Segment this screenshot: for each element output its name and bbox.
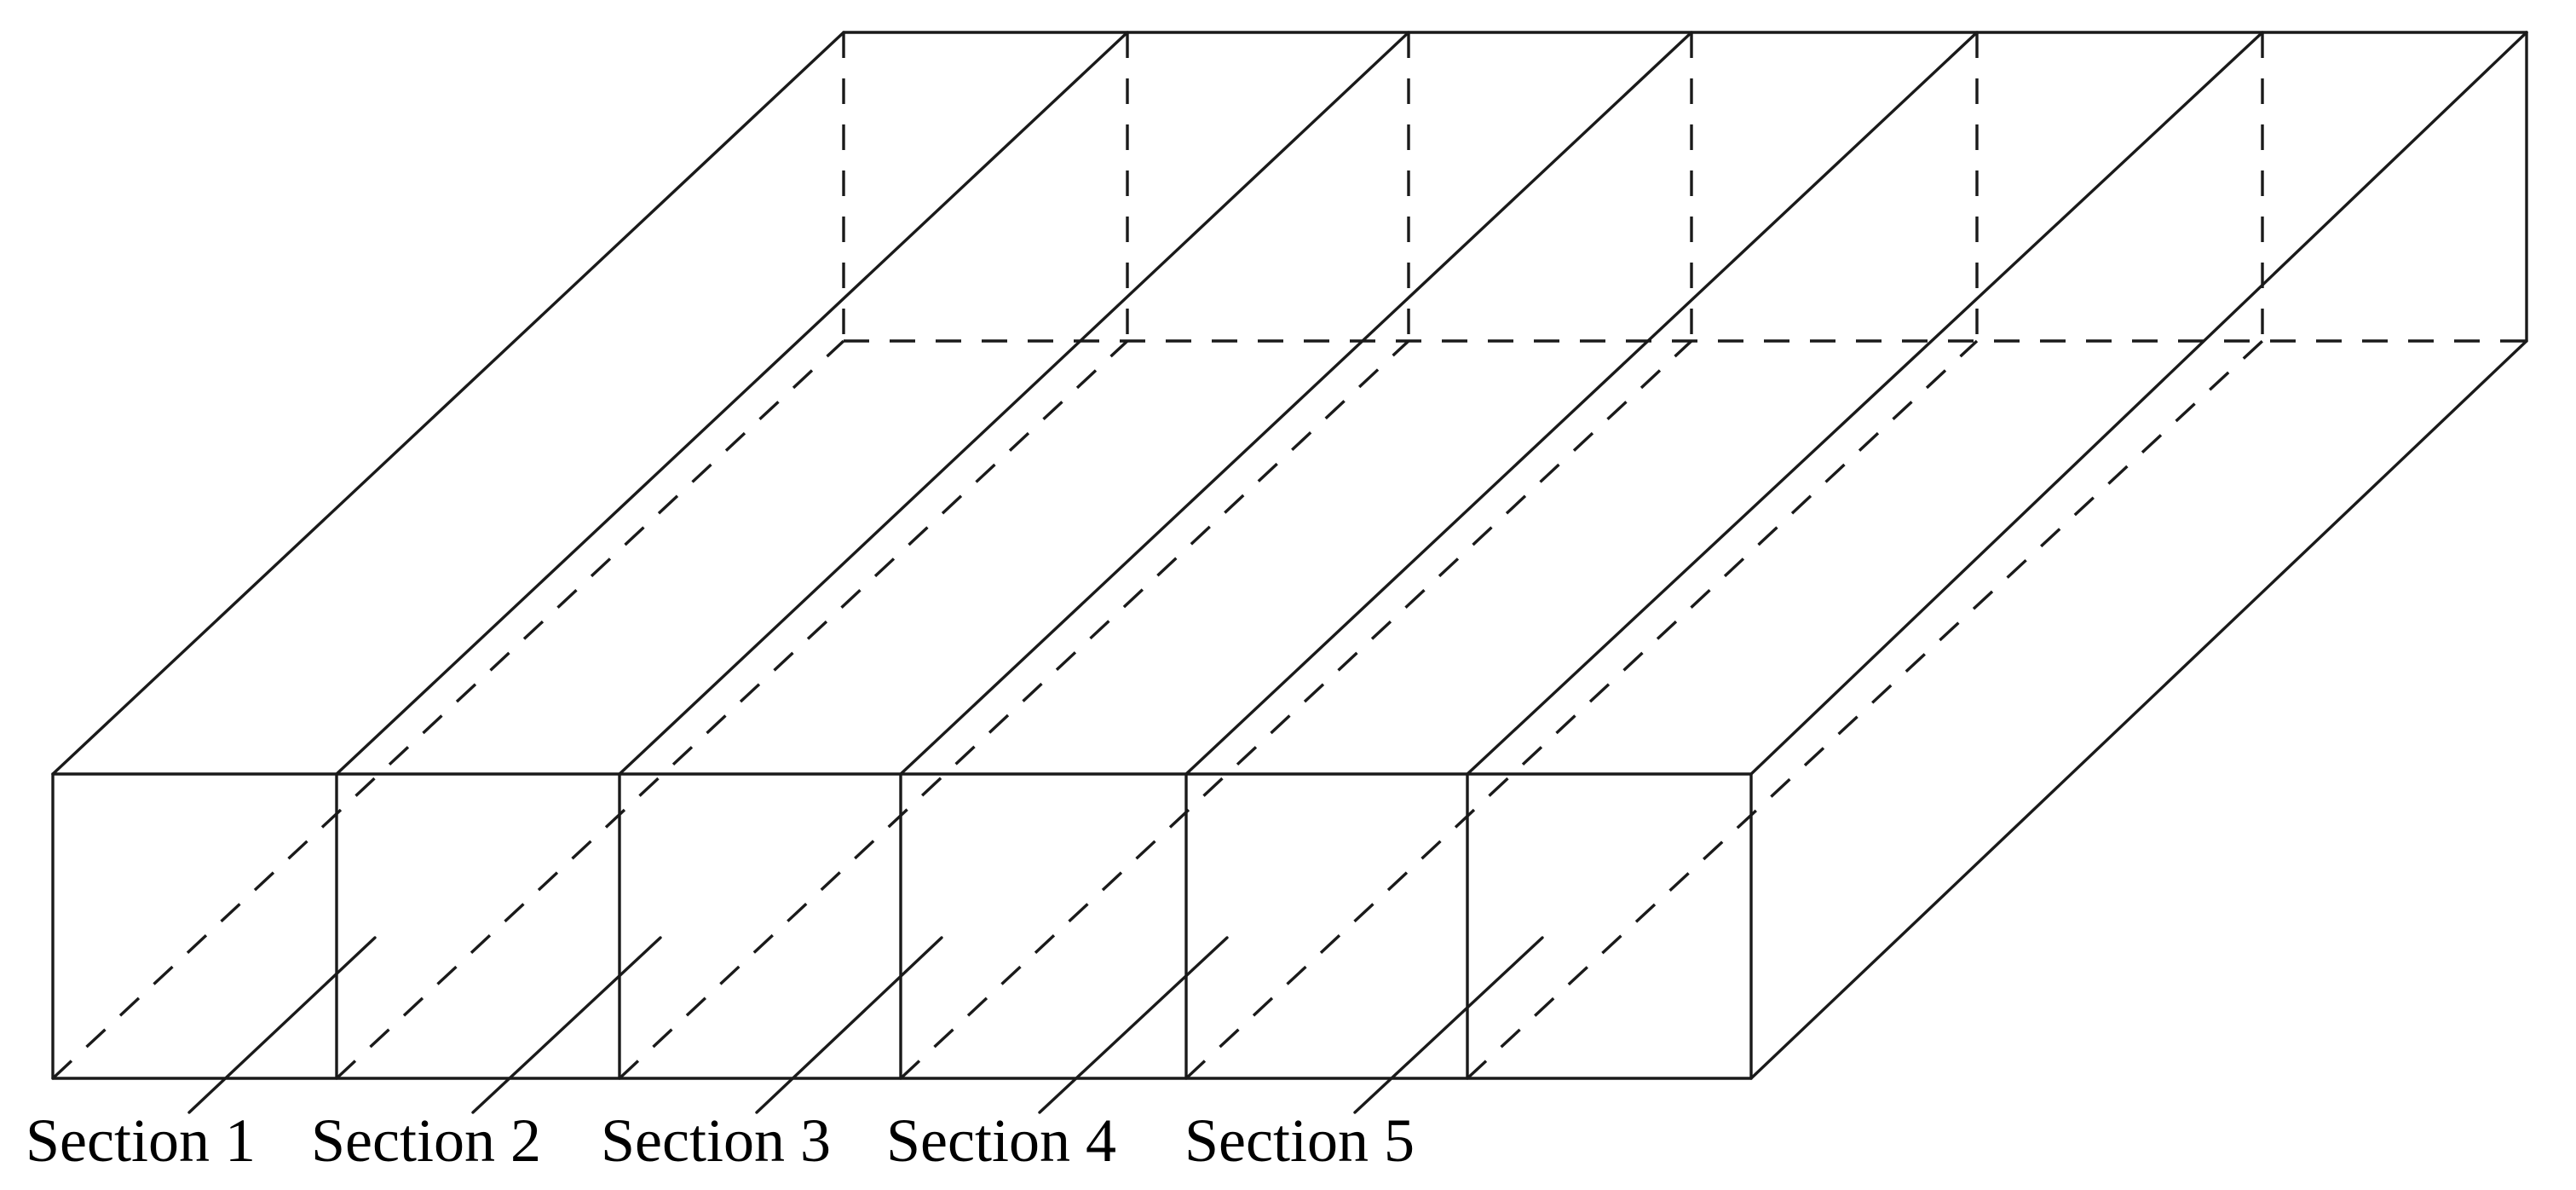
top-depth-edge — [1749, 31, 2528, 776]
section-4-label: Section 4 — [886, 1106, 1116, 1175]
leader-line-section-4 — [1038, 936, 1229, 1114]
leader-line-section-2 — [471, 936, 662, 1114]
bottom-depth-edge — [1184, 339, 1979, 1080]
section-2-label: Section 2 — [311, 1106, 541, 1175]
bottom-depth-edge — [899, 339, 1693, 1080]
section-1-label: Section 1 — [26, 1106, 256, 1175]
bottom-depth-edge — [335, 339, 1129, 1080]
bottom-depth-edge — [618, 339, 1410, 1080]
hidden-edges — [51, 32, 2527, 1080]
bottom-depth-edge — [51, 339, 845, 1080]
top-depth-edge — [618, 31, 1410, 776]
leader-line-section-3 — [755, 936, 943, 1114]
right-bottom-depth-edge — [1749, 339, 2528, 1080]
top-depth-edge — [1466, 31, 2264, 776]
top-depth-edge — [1184, 31, 1979, 776]
section-3-label: Section 3 — [601, 1106, 831, 1175]
visible-edges — [51, 31, 2528, 1080]
top-depth-edge — [335, 31, 1129, 776]
leader-line-section-5 — [1353, 936, 1544, 1114]
label-leaders — [187, 936, 1544, 1114]
bottom-depth-edge — [1466, 339, 2264, 1080]
section-5-label: Section 5 — [1184, 1106, 1415, 1175]
top-depth-edge — [899, 31, 1693, 776]
section-labels: Section 1 Section 2 Section 3 Section 4 … — [26, 1106, 1415, 1175]
top-depth-edge — [51, 31, 845, 776]
leader-line-section-1 — [187, 936, 377, 1114]
